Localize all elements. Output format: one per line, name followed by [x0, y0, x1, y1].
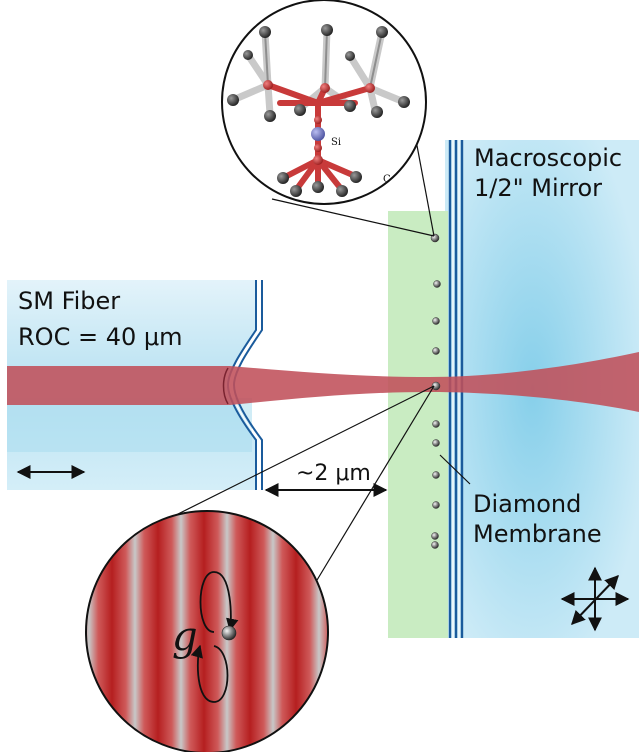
gap-label: ~2 μm	[296, 461, 371, 486]
carbon-label: C	[383, 174, 391, 185]
four-way-arrow-icon	[560, 566, 630, 632]
silicon-atom	[311, 127, 325, 141]
standing-wave-stripe	[86, 511, 112, 752]
membrane-label-line2: Membrane	[473, 520, 602, 548]
emitter-atom	[221, 625, 237, 641]
roc-label: ROC = 40 μm	[18, 323, 183, 351]
coupling-label: g	[172, 614, 198, 660]
mirror-label-line1: Macroscopic	[474, 144, 622, 172]
silicon-label: Si	[331, 137, 341, 148]
coupling-arrow-lower	[213, 645, 229, 703]
standing-wave-inset: g	[85, 510, 329, 752]
color-center-dots	[430, 233, 441, 549]
standing-wave-stripe	[112, 511, 158, 752]
fiber-label: SM Fiber	[18, 287, 120, 315]
standing-wave-stripe	[296, 511, 328, 752]
membrane-label-line1: Diamond	[473, 490, 581, 518]
siv-molecule-inset: Si C	[221, 0, 427, 205]
mirror-label-line2: 1/2" Mirror	[474, 174, 602, 202]
standing-wave-stripe	[250, 511, 296, 752]
laser-beam	[7, 352, 639, 412]
fiber-cladding-band	[7, 398, 252, 452]
coupling-arrow-upper	[199, 571, 215, 633]
standing-wave-stripe	[158, 511, 204, 752]
